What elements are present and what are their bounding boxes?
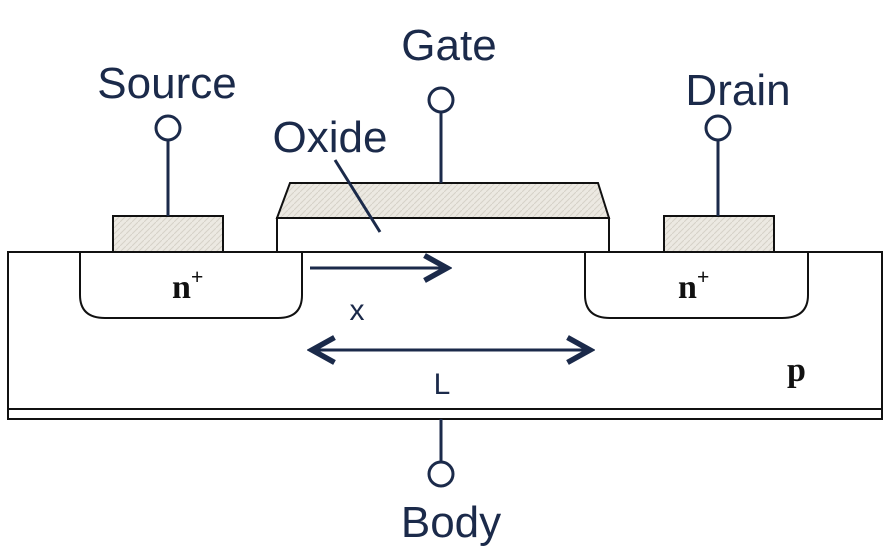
source-terminal-node[interactable] [154, 114, 182, 142]
gate-electrode [275, 182, 611, 219]
drain-n-plus-region [584, 252, 809, 319]
oxide-layer [276, 217, 610, 253]
oxide-pointer [333, 159, 382, 233]
source-contact-pad [112, 215, 224, 253]
source-label: Source [97, 59, 236, 108]
x-label: x [350, 294, 365, 327]
gate-terminal-node[interactable] [427, 86, 455, 114]
body-terminal-node[interactable] [427, 460, 455, 488]
gate-label: Gate [401, 21, 496, 70]
body-label: Body [401, 498, 501, 547]
substrate-doping-label: p [787, 352, 806, 389]
source-doping-label: n+ [172, 264, 203, 306]
drain-contact-pad [663, 215, 775, 253]
drain-doping-label: n+ [678, 264, 709, 306]
oxide-label: Oxide [273, 113, 388, 162]
drain-label: Drain [685, 66, 790, 115]
drain-terminal-node[interactable] [704, 114, 732, 142]
source-n-plus-region [79, 252, 303, 319]
body-contact-plate [7, 408, 883, 420]
length-label: L [434, 368, 451, 401]
